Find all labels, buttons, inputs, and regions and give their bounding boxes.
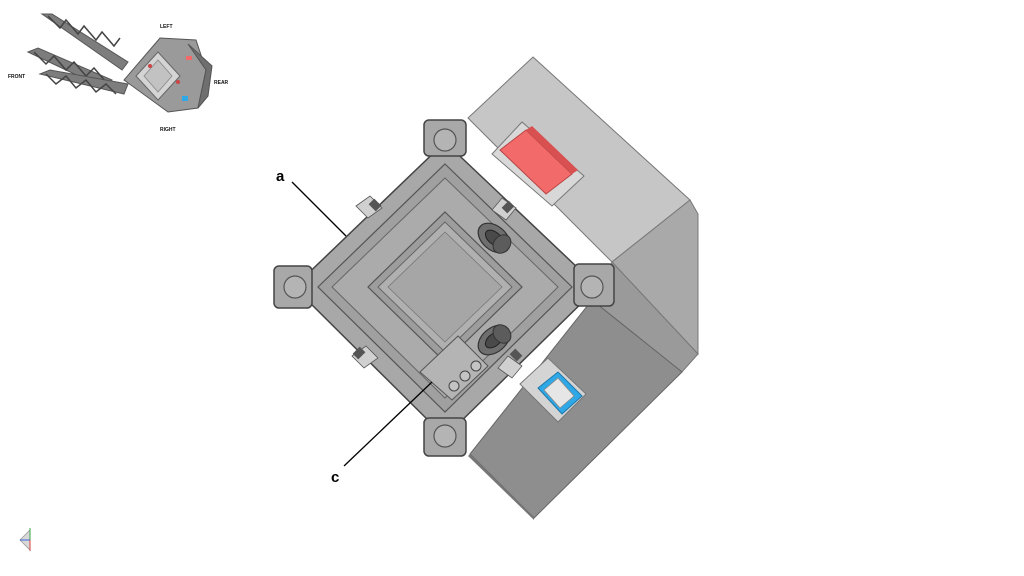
orientation-label-rear: REAR (214, 80, 229, 86)
leader-line-c (343, 381, 433, 467)
mini-assembly (123, 37, 213, 113)
rear-housing (467, 56, 699, 520)
mini-blue-indicator (182, 96, 188, 101)
callout-a: a (276, 168, 347, 237)
orientation-label-left: LEFT (160, 24, 173, 30)
axis-triad-icon (19, 528, 31, 551)
red-indicator-block (499, 126, 578, 195)
port-panel (419, 335, 489, 401)
blue-indicator-block (537, 371, 583, 415)
mini-red-indicator (186, 56, 192, 60)
main-plate (273, 119, 615, 457)
leader-line-a (291, 181, 347, 237)
orientation-label-right: RIGHT (160, 127, 176, 133)
corner-lug-bottom (423, 417, 467, 457)
corner-lug-right (573, 263, 615, 307)
callout-label-a: a (276, 168, 285, 185)
orientation-label-front: FRONT (8, 74, 25, 80)
callout-label-c: c (331, 469, 339, 486)
truss-arm-upper (40, 13, 129, 71)
frame-slots (351, 195, 523, 379)
corner-lug-top (423, 119, 467, 157)
roller-upper (477, 222, 512, 254)
roller-lower (477, 324, 512, 356)
callout-c: c (331, 381, 433, 486)
overview-inset: LEFT FRONT REAR RIGHT (8, 13, 229, 133)
truss-arm-bottom (38, 69, 129, 95)
corner-lug-left (273, 265, 313, 309)
